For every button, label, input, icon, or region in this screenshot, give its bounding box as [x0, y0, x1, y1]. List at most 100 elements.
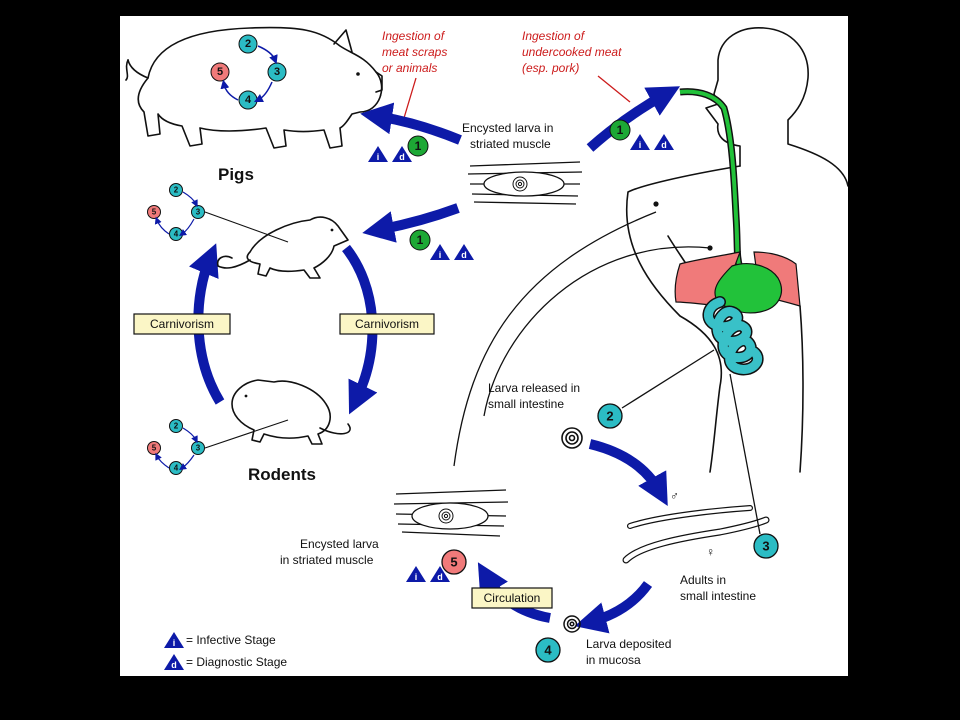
deposited-larva-illustration: [563, 615, 581, 633]
pig-infective-letter: i: [377, 152, 380, 162]
arrow-3-to-4: [574, 580, 653, 634]
released-line2: small intestine: [488, 397, 564, 411]
pig-stage-5-badge: [210, 62, 230, 82]
rodent-infective-letter: i: [439, 250, 442, 260]
released-larva-illustration: [561, 427, 583, 449]
circulation-dot-upper: [653, 201, 659, 207]
encysted-top-line2: striated muscle: [470, 137, 551, 151]
rodent1-stage-5-label: 5: [152, 208, 157, 217]
encysted-larva-bottom-illustration: [393, 489, 509, 537]
arrow-to-rodent: [362, 203, 460, 243]
pig-stage-5-label: 5: [217, 66, 223, 78]
deposited-line2: in mucosa: [586, 653, 641, 667]
pig-diagnostic-letter: d: [399, 152, 405, 162]
bottom-marker-group: i d: [406, 566, 450, 582]
stage-2-pointer: [621, 349, 715, 409]
female-symbol: ♀: [706, 545, 715, 559]
encysted-top-line1: Encysted larva in: [462, 121, 553, 135]
rodent1-stage-2-label: 2: [174, 186, 179, 195]
adults-line1: Adults in: [680, 573, 726, 587]
stage-5-badge: [441, 549, 467, 575]
stage-3-badge: [753, 533, 779, 559]
legend-infective-marker: [164, 632, 184, 648]
circulation-box-label: Circulation: [484, 591, 541, 605]
ingest-meat-line2: undercooked meat: [522, 45, 622, 59]
stage-1-badge-pig: [407, 135, 429, 157]
lower-rodent-stage-cycle: 2 3 4 5: [147, 419, 289, 475]
bottom-diagnostic-letter: d: [437, 572, 443, 582]
rodent1-stage-4-label: 4: [174, 230, 179, 239]
ingest-scraps-line1: Ingestion of: [382, 29, 446, 43]
rodent2-stage-3-label: 3: [196, 444, 201, 453]
human-diagnostic-letter: d: [661, 140, 667, 150]
stage-3-pointer: [729, 373, 761, 535]
rodent-marker-group: i d: [430, 244, 474, 260]
stage-1-label-human: 1: [617, 123, 624, 137]
trichinella-life-cycle-diagram: 2 3 4 5 Pigs Ingestion of meat scraps or…: [125, 26, 848, 670]
rodent1-stage-2-badge: [169, 183, 183, 197]
stage-4-badge: [535, 637, 561, 663]
rodents-heading: Rodents: [248, 465, 316, 484]
ingest-meat-line1: Ingestion of: [522, 29, 586, 43]
encysted-bottom-line1: Encysted larva: [300, 537, 379, 551]
pig-illustration: [125, 26, 383, 149]
arrow-2-to-3: [588, 439, 668, 506]
pig-stage-2-badge: [238, 34, 258, 54]
arrow-to-human: [586, 86, 681, 152]
circulation-dot-lower: [707, 245, 713, 251]
intestine: [704, 297, 763, 374]
circulation-curve-outer: [453, 211, 657, 467]
carnivorism-right-label: Carnivorism: [355, 317, 419, 331]
upper-rodent-stage-cycle: 2 3 4 5: [147, 183, 289, 243]
legend: i = Infective Stage d = Diagnostic Stage: [164, 632, 287, 670]
diagram-panel: 2 3 4 5 Pigs Ingestion of meat scraps or…: [120, 16, 848, 676]
stage-2-label: 2: [606, 409, 613, 424]
rodent2-stage-4-label: 4: [174, 464, 179, 473]
stomach: [714, 263, 782, 314]
stage-1-badge-human: [609, 119, 631, 141]
human-infective-letter: i: [639, 140, 642, 150]
stage-4-label: 4: [544, 643, 552, 658]
rodent2-stage-3-badge: [191, 441, 205, 455]
encysted-bottom-line2: in striated muscle: [280, 553, 374, 567]
pig-stage-cycle: 2 3 4 5: [210, 34, 287, 110]
rodent-infective-marker: [430, 244, 450, 260]
stage-2-badge: [597, 403, 623, 429]
human-diagnostic-marker: [654, 134, 674, 150]
pigs-heading: Pigs: [218, 165, 254, 184]
circulation-box: [471, 587, 553, 609]
legend-infective-label: = Infective Stage: [186, 633, 276, 647]
esophagus: [679, 89, 742, 269]
male-symbol: ♂: [670, 489, 679, 503]
adults-line2: small intestine: [680, 589, 756, 603]
legend-diagnostic-label: = Diagnostic Stage: [186, 655, 287, 669]
adult-worms-illustration: [622, 505, 770, 564]
encysted-larva-top-illustration: [467, 161, 583, 205]
pig-stage-4-label: 4: [245, 94, 252, 106]
bottom-infective-marker: [406, 566, 426, 582]
upper-rodent-illustration: [216, 216, 349, 279]
rodent2-stage-5-label: 5: [152, 444, 157, 453]
carnivorism-box-right: [339, 313, 435, 335]
rodent1-stage-3-badge: [191, 205, 205, 219]
legend-infective-letter: i: [173, 638, 176, 648]
stage-1-badge-rodent: [409, 229, 431, 251]
pig-stage-2-label: 2: [245, 38, 251, 50]
rodent1-stage-3-label: 3: [196, 208, 201, 217]
carnivorism-left-label: Carnivorism: [150, 317, 214, 331]
esophagus-outline: [679, 88, 744, 270]
ingest-scraps-line2: meat scraps: [382, 45, 447, 59]
carnivorism-box-left: [133, 313, 231, 335]
ingest-meat-line3: (esp. pork): [522, 61, 579, 75]
released-line1: Larva released in: [488, 381, 580, 395]
human-marker-group: i d: [630, 134, 674, 150]
stage-3-label: 3: [762, 539, 769, 554]
stage-1-label-pig: 1: [415, 139, 422, 153]
ingest-meat-pointer: [597, 75, 631, 103]
rodent2-stage-5-badge: [147, 441, 161, 455]
lower-rodent-illustration: [231, 379, 351, 445]
circulation-curve-inner: [483, 246, 711, 417]
bottom-diagnostic-marker: [430, 566, 450, 582]
bottom-infective-letter: i: [415, 572, 418, 582]
rodent-diagnostic-letter: d: [461, 250, 467, 260]
